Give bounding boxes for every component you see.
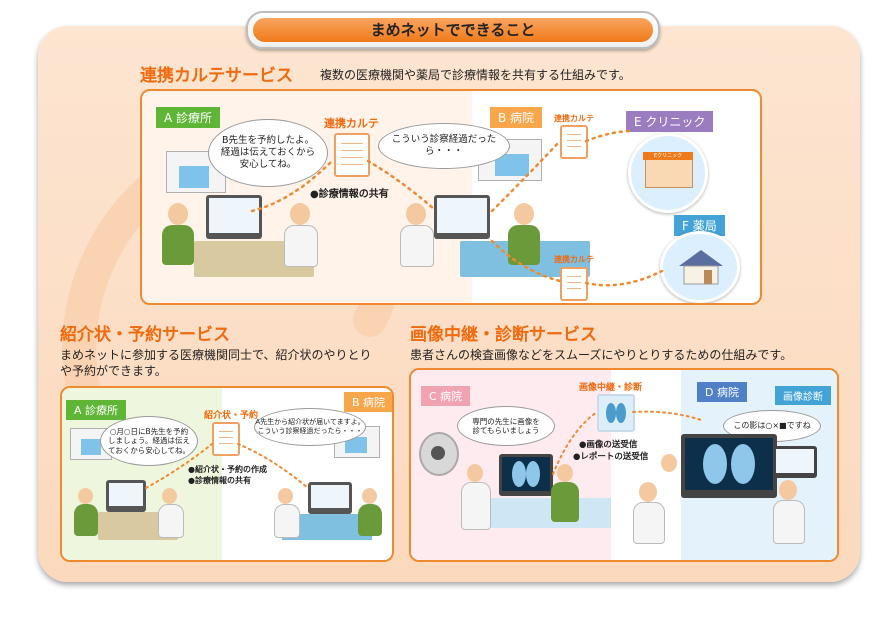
gazo-d-doctor1-body [633,502,665,544]
share-label: ●診療情報の共有 [310,189,389,200]
shokai-connectors [145,443,309,489]
gazo-panel: C 病院 D 病院 画像診断 画像中継・診断 ●画像の送受信 ●レポートの送受信… [409,368,839,562]
karte-small-icon-1 [560,125,588,159]
patient-b-head [514,203,534,225]
clinic-a-monitor [206,195,262,239]
shokai-patient-head [78,488,93,504]
doctor-b-body [400,225,434,267]
shokai-doctor-b-head [278,488,293,504]
doctor-a-body [284,225,318,267]
page-title: まめネットでできること [253,18,653,42]
clinic-e-sign: Eクリニック [643,152,693,160]
gazo-d-monitor-2 [773,446,817,478]
diagnosis-tag: 画像診断 [775,386,831,405]
doctor-a-head [290,203,310,225]
gazo-c-patient-head [557,464,573,482]
xray-relay-icon [597,394,635,432]
karte-small-label-1: 連携カルテ [554,114,594,123]
shokai-patient-b-head [362,488,377,504]
shokai-title: 紹介状・予約サービス [60,325,230,345]
relay-label: 画像中継・診断 [579,383,643,393]
gazo-c-doctor-head [467,464,483,482]
shokai-patient-b-body [358,504,382,536]
renkei-connectors [250,129,664,287]
gazo-d-doctor1-head [639,482,657,502]
karte-label: 連携カルテ [324,117,379,130]
shokai-patient-body [74,504,98,536]
pharmacy-f-circle [660,231,740,303]
shokai-panel: A 診療所 B 病院 ○月○日にB先生を予約 しましょう。経過は伝え ておくから… [60,386,394,562]
clinic-e-circle: Eクリニック [628,133,708,213]
shokai-doc-label: 紹介状・予約 [204,411,259,421]
shokai-a-monitor [106,480,146,512]
clinic-a-tag: A 診療所 [156,107,221,128]
house-icon [679,250,723,285]
gazo-d-monitor [681,434,777,498]
shokai-bullet-2: ●診療情報の共有 [188,476,251,485]
shokai-clinic-a-tag: A 診療所 [66,400,127,420]
gazo-bullet-2: ●レポートの送受信 [573,452,649,462]
speech-bubble-a: B先生を予約したよ。 経過は伝えておくから 安心してね。 [208,119,328,187]
speech-bubble-b: こういう診察経過だったら・・・ [378,123,510,169]
hospital-b-tag: B 病院 [490,107,543,128]
shokai-bubble-a: ○月○日にB先生を予約 しましょう。経過は伝え ておくから安心してね。 [100,416,198,466]
gazo-d-doctor2-head [661,454,677,472]
karte-small-icon-2 [560,267,588,301]
karte-document-icon [334,133,370,177]
ct-scanner [419,432,459,476]
title-banner: まめネットでできること [246,11,660,49]
renkei-title: 連携カルテサービス [140,66,293,86]
hospital-b-monitor [434,195,490,239]
shokai-bullet-1: ●紹介状・予約の作成 [188,465,267,474]
gazo-connectors [552,410,702,475]
gazo-d-doctor3-head [779,480,797,500]
gazo-d-doctor3-body [773,500,805,544]
gazo-bullet-1: ●画像の送受信 [579,440,638,450]
renkei-description: 複数の医療機関や薬局で診療情報を共有する仕組みです。 [320,68,631,82]
gazo-c-doctor-body [461,482,491,530]
shokai-description-1: まめネットに参加する医療機関同士で、紹介状のやりとり [60,348,372,362]
shokai-bubble-b: A先生から紹介状が届いてますよ。 こういう診察経過だったら・・・ [254,408,366,446]
renkei-panel: A 診療所 B 病院 B先生を予約したよ。 経過は伝えておくから 安心してね。 … [140,89,762,305]
patient-a-body [162,225,194,265]
shokai-doctor-a-head [162,488,177,504]
shokai-b-monitor [308,482,352,514]
shokai-hospital-b-tag: B 病院 [344,392,392,412]
hospital-d-tag: D 病院 [697,382,747,402]
gazo-c-monitor [499,454,553,496]
shokai-doctor-a-body [158,504,184,538]
gazo-description: 患者さんの検査画像などをスムーズにやりとりするための仕組みです。 [410,348,793,362]
gazo-title: 画像中継・診断サービス [410,325,597,345]
shokai-description-2: や予約ができます。 [60,364,167,378]
patient-a-head [168,203,188,225]
hospital-c-tag: C 病院 [421,386,471,406]
karte-small-label-2: 連携カルテ [554,255,594,264]
shokai-doctor-b-body [274,504,300,538]
pharmacy-f-tag: F 薬局 [674,215,725,236]
doctor-b-head [406,203,426,225]
clinic-e-tag: E クリニック [626,111,714,132]
shokai-document-icon [212,422,240,456]
gazo-c-patient-body [551,482,579,522]
gazo-bubble-c: 専門の先生に画像を 診てもらいましょう [457,406,555,446]
